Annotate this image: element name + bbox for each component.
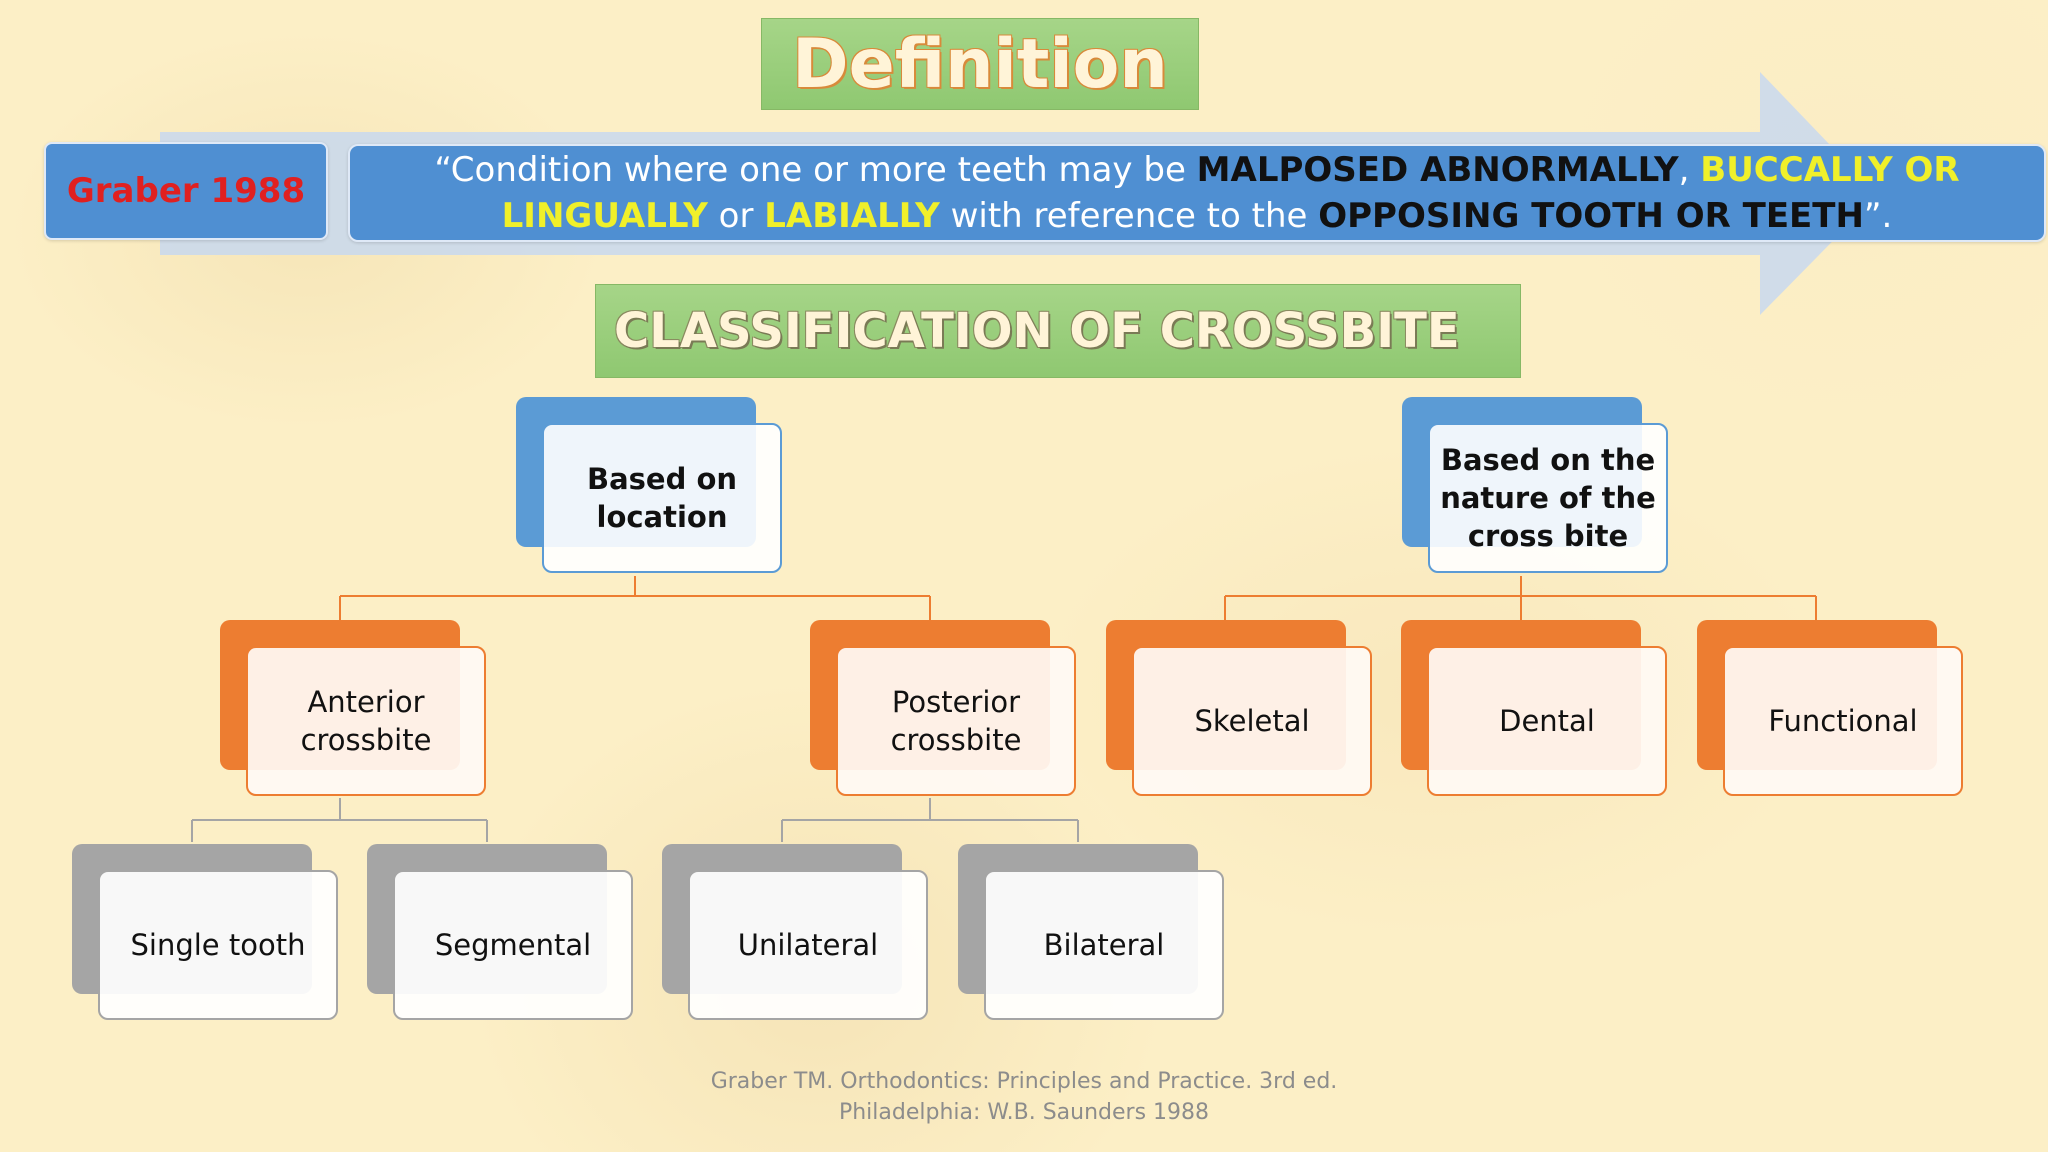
node-based-on-location-label: Based on location: [542, 423, 782, 573]
definition-quote-segment: MALPOSED ABNORMALLY: [1196, 150, 1679, 190]
node-dental-label: Dental: [1427, 646, 1667, 796]
reference-citation: Graber TM. Orthodontics: Principles and …: [0, 1066, 2048, 1128]
node-anterior-crossbite-label: Anterior crossbite: [246, 646, 486, 796]
definition-quote-segment: BUCCALLY OR LINGUALLY: [501, 150, 1960, 236]
definition-quote-segment: ”.: [1863, 196, 1893, 236]
node-posterior-crossbite-label: Posterior crossbite: [836, 646, 1076, 796]
connector-posterior: [781, 798, 1079, 842]
node-functional-label: Functional: [1723, 646, 1963, 796]
node-skeletal-label: Skeletal: [1132, 646, 1372, 796]
node-segmental-label: Segmental: [393, 870, 633, 1020]
definition-quote-segment: “Condition where one or more teeth may b…: [434, 150, 1197, 190]
definition-quote-segment: ,: [1678, 150, 1701, 190]
node-single-tooth-label: Single tooth: [98, 870, 338, 1020]
definition-title-box: Definition: [761, 18, 1199, 110]
definition-quote-segment: LABIALLY: [764, 196, 940, 236]
author-label: Graber 1988: [66, 171, 306, 211]
node-based-on-nature-label: Based on the nature of the cross bite: [1428, 423, 1668, 573]
connector-nature: [1224, 576, 1817, 622]
connector-location: [339, 576, 931, 622]
author-box: Graber 1988: [44, 142, 328, 240]
connector-anterior: [191, 798, 488, 842]
definition-box: “Condition where one or more teeth may b…: [348, 144, 2046, 242]
definition-quote-segment: or: [707, 196, 765, 236]
node-bilateral-label: Bilateral: [984, 870, 1224, 1020]
reference-line-1: Graber TM. Orthodontics: Principles and …: [710, 1069, 1338, 1094]
classification-title: CLASSIFICATION OF CROSSBITE: [614, 303, 1460, 359]
definition-quote-segment: OPPOSING TOOTH OR TEETH: [1318, 196, 1864, 236]
classification-title-box: CLASSIFICATION OF CROSSBITE: [595, 284, 1521, 378]
definition-quote-segment: with reference to the: [939, 196, 1319, 236]
reference-line-2: Philadelphia: W.B. Saunders 1988: [838, 1100, 1210, 1125]
node-unilateral-label: Unilateral: [688, 870, 928, 1020]
definition-quote: “Condition where one or more teeth may b…: [380, 147, 2014, 239]
definition-title: Definition: [792, 24, 1168, 104]
